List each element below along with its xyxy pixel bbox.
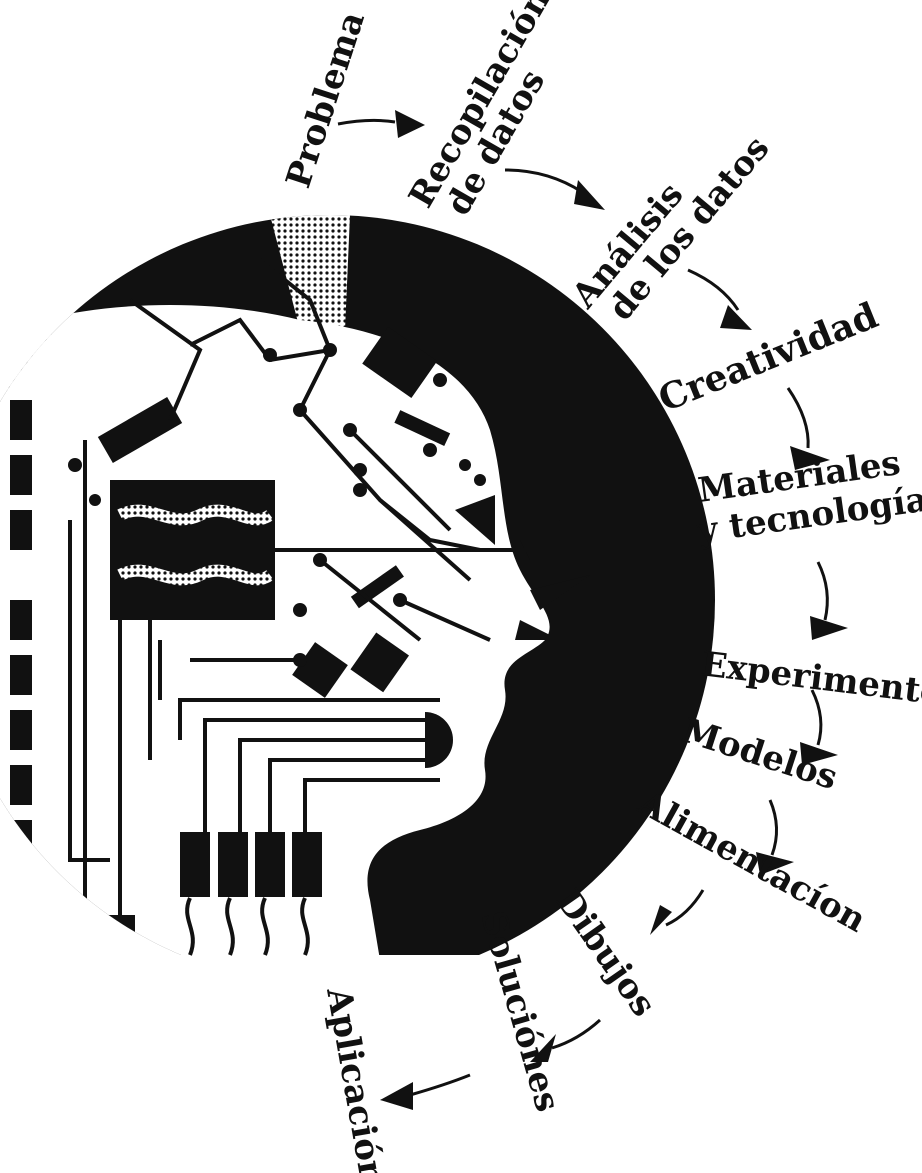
step-dibujos: Dibujos — [548, 882, 664, 1024]
step-materiales-y-tecnologia: Materiales y tecnología — [689, 440, 922, 552]
arrow-4 — [788, 388, 808, 448]
arrow-8 — [666, 890, 703, 925]
arrow-9 — [552, 1020, 600, 1048]
arrow-7 — [770, 800, 777, 855]
arrow-10 — [410, 1075, 470, 1095]
step-recopilacion-de-datos: Recopilación de datos — [401, 0, 596, 232]
circuit-board-head-icon — [0, 215, 720, 960]
step-soluciones: Soluciónes — [472, 906, 567, 1116]
step-experimento: Experimento — [699, 644, 922, 713]
step-analisis-de-los-datos: Análisis de los datos — [564, 105, 778, 339]
step-aplicacion: Aplicación — [318, 984, 392, 1173]
arrow-5 — [818, 562, 827, 620]
arrow-1 — [338, 120, 395, 124]
arrow-2 — [505, 170, 582, 192]
step-modelos: Modelos — [677, 711, 842, 799]
arrow-3 — [688, 270, 738, 310]
step-creatividad: Creatividad — [653, 294, 884, 420]
step-problema: Problema — [279, 7, 373, 193]
